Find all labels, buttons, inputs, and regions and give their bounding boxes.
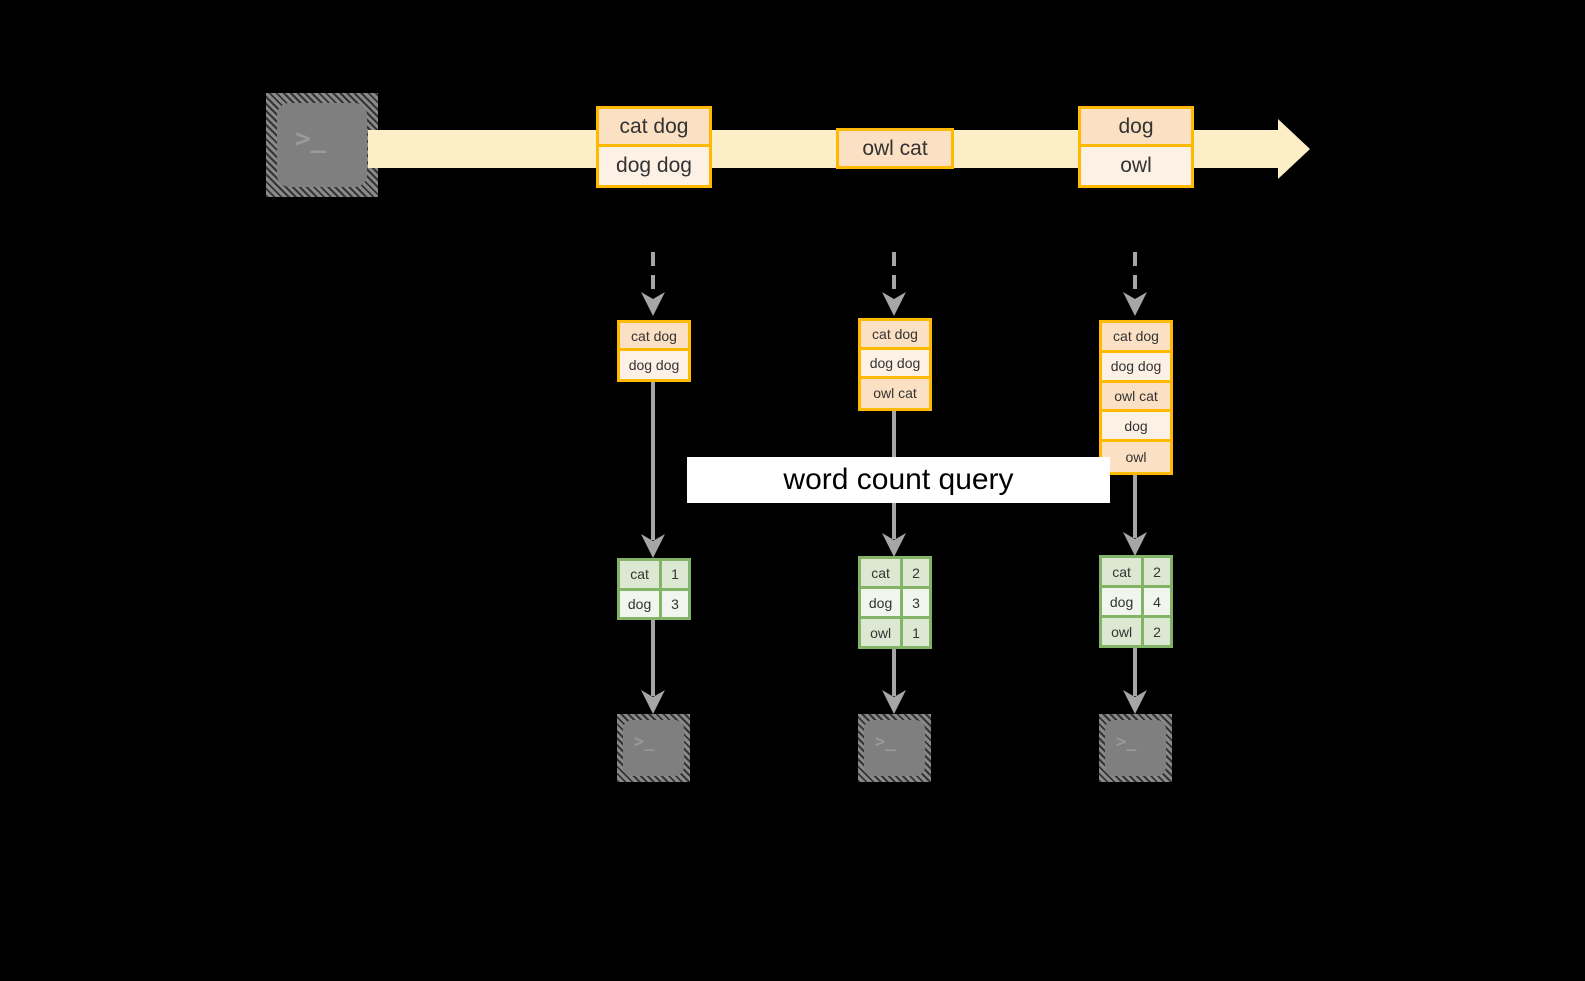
terminal-prompt-label: >_ xyxy=(875,732,896,752)
table-row: cat 2 xyxy=(1102,558,1170,588)
stream-event-group-1: cat dog dog dog xyxy=(596,106,712,188)
result-word-cell: dog xyxy=(620,590,663,617)
terminal-prompt-label: >_ xyxy=(1116,732,1137,752)
snapshot-input-line: owl xyxy=(1102,442,1170,472)
stream-event-group-2: owl cat xyxy=(836,128,954,169)
terminal-prompt-label: >_ xyxy=(295,124,327,154)
stream-event-line: owl cat xyxy=(839,131,951,166)
snapshot-input-line: cat dog xyxy=(1102,323,1170,353)
table-row: dog 3 xyxy=(861,589,929,619)
snapshot-2-sink-terminal-icon: >_ xyxy=(858,714,931,782)
terminal-prompt-label: >_ xyxy=(634,732,655,752)
snapshot-3-sink-connector xyxy=(1123,648,1147,714)
table-row: dog 4 xyxy=(1102,588,1170,618)
snapshot-2-input-stack: cat dog dog dog owl cat xyxy=(858,318,932,411)
result-word-cell: owl xyxy=(1102,618,1145,645)
snapshot-1-inbound-connector xyxy=(641,252,665,316)
snapshot-input-line: dog dog xyxy=(1102,352,1170,383)
query-label: word count query xyxy=(687,457,1110,503)
result-count-cell: 3 xyxy=(903,589,929,616)
terminal-screen xyxy=(864,720,925,776)
result-count-cell: 2 xyxy=(1144,558,1170,585)
stream-event-group-3: dog owl xyxy=(1078,106,1194,188)
result-count-cell: 2 xyxy=(1144,618,1170,645)
stream-event-line: dog dog xyxy=(599,147,709,185)
snapshot-1-query-connector xyxy=(641,382,665,558)
result-count-cell: 3 xyxy=(662,590,688,617)
snapshot-input-line: dog dog xyxy=(861,350,929,379)
snapshot-input-line: cat dog xyxy=(620,323,688,351)
snapshot-input-line: cat dog xyxy=(861,321,929,350)
result-count-cell: 1 xyxy=(662,561,688,588)
snapshot-2-result-table: cat 2 dog 3 owl 1 xyxy=(858,556,932,649)
snapshot-3-input-stack: cat dog dog dog owl cat dog owl xyxy=(1099,320,1173,475)
result-word-cell: cat xyxy=(620,561,663,588)
result-count-cell: 2 xyxy=(903,559,929,586)
result-word-cell: owl xyxy=(861,619,904,646)
terminal-screen xyxy=(623,720,684,776)
snapshot-2-sink-connector xyxy=(882,649,906,714)
result-word-cell: dog xyxy=(1102,588,1145,615)
snapshot-1-sink-connector xyxy=(641,620,665,714)
stream-arrow-head xyxy=(1278,119,1310,179)
terminal-screen xyxy=(1105,720,1166,776)
snapshot-input-line: dog xyxy=(1102,412,1170,443)
table-row: cat 2 xyxy=(861,559,929,589)
snapshot-3-result-table: cat 2 dog 4 owl 2 xyxy=(1099,555,1173,648)
snapshot-3-query-connector xyxy=(1123,475,1147,556)
stream-event-line: cat dog xyxy=(599,109,709,147)
result-word-cell: cat xyxy=(861,559,904,586)
snapshot-3-sink-terminal-icon: >_ xyxy=(1099,714,1172,782)
query-label-text: word count query xyxy=(783,463,1014,496)
snapshot-1-sink-terminal-icon: >_ xyxy=(617,714,690,782)
snapshot-3-inbound-connector xyxy=(1123,252,1147,316)
result-word-cell: cat xyxy=(1102,558,1145,585)
snapshot-input-line: dog dog xyxy=(620,351,688,379)
snapshot-2-inbound-connector xyxy=(882,252,906,316)
table-row: owl 1 xyxy=(861,619,929,646)
result-word-cell: dog xyxy=(861,589,904,616)
snapshot-1-result-table: cat 1 dog 3 xyxy=(617,558,691,620)
snapshot-1-input-stack: cat dog dog dog xyxy=(617,320,691,382)
source-terminal-icon: >_ xyxy=(266,93,378,197)
stream-event-line: dog xyxy=(1081,109,1191,147)
stream-event-line: owl xyxy=(1081,147,1191,185)
terminal-screen xyxy=(277,103,367,187)
table-row: cat 1 xyxy=(620,561,688,591)
snapshot-input-line: owl cat xyxy=(861,378,929,408)
snapshot-input-line: owl cat xyxy=(1102,382,1170,413)
table-row: owl 2 xyxy=(1102,618,1170,645)
result-count-cell: 4 xyxy=(1144,588,1170,615)
table-row: dog 3 xyxy=(620,590,688,617)
result-count-cell: 1 xyxy=(903,619,929,646)
